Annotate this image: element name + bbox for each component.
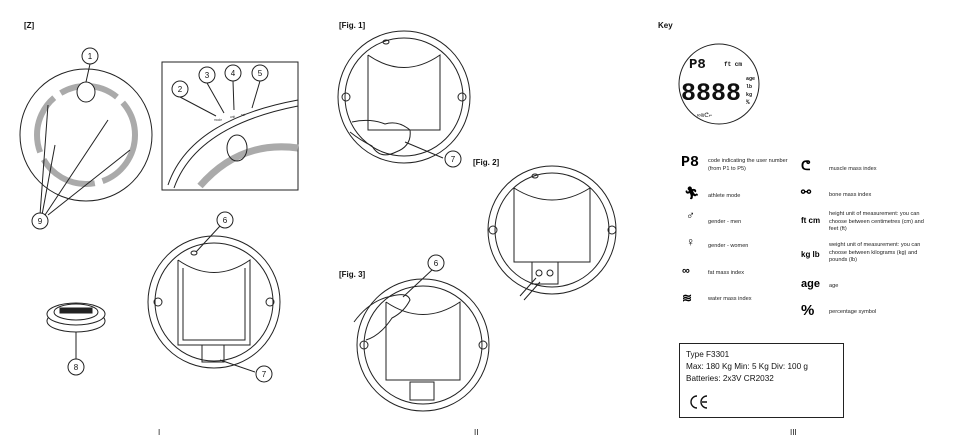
lcd-percent: %	[746, 99, 750, 106]
legend-icon-code: P8	[681, 154, 700, 171]
panel-label-key: Key	[658, 21, 673, 30]
callout-7b: 7	[451, 155, 456, 164]
legend-text-code: code indicating the user number (from P1…	[708, 158, 788, 172]
lcd-age: age	[746, 76, 755, 82]
scale-zoom-inset: mode unit set	[161, 61, 299, 191]
callout-2: 2	[178, 85, 183, 94]
spec-box: Type F3301 Max: 180 Kg Min: 5 Kg Div: 10…	[679, 343, 844, 418]
callout-circles	[31, 47, 462, 383]
legend-text-men: gender - men	[708, 219, 742, 225]
lcd-kg: kg	[746, 92, 752, 98]
panel-label-fig2: [Fig. 2]	[473, 158, 500, 167]
callout-5: 5	[258, 69, 263, 78]
svg-text:set: set	[241, 113, 245, 117]
ce-mark-shape	[690, 395, 708, 409]
legend-text-women: gender - women	[708, 243, 749, 249]
legend-text-muscle: muscle mass index	[829, 166, 877, 172]
man-icon: ♂	[686, 208, 695, 222]
callout-6b: 6	[434, 259, 439, 268]
ce-mark: CE	[686, 385, 837, 399]
lcd-lb: lb	[746, 84, 752, 90]
legend-text-percent: percentage symbol	[829, 309, 877, 315]
fig2-scale	[487, 165, 617, 301]
callout-4: 4	[231, 69, 236, 78]
page-number-3: III	[790, 428, 797, 437]
battery-cover	[46, 302, 106, 360]
lcd-digits: 8888	[681, 79, 741, 108]
legend-text-athlete: athlete mode	[708, 193, 741, 199]
athlete-icon: 🏃︎	[684, 186, 700, 200]
spec-batteries: Batteries: 2x3V CR2032	[686, 374, 774, 383]
fat-icon: ∞	[682, 265, 690, 277]
scale-bottom-view	[147, 225, 281, 373]
callout-9: 9	[38, 217, 43, 226]
legend-text-bone: bone mass index	[829, 192, 872, 198]
legend-text-fat: fat mass index	[708, 270, 745, 276]
panel-label-z: [Z]	[24, 21, 35, 30]
legend-text-height-unit: height unit of measurement: you can choo…	[829, 211, 924, 232]
scale-top-view	[19, 63, 153, 216]
legend-text-weight-unit: weight unit of measurement: you can choo…	[829, 242, 921, 263]
callout-3: 3	[205, 71, 210, 80]
muscle-icon: ᕦ	[801, 158, 811, 173]
legend-icon-percent: %	[801, 302, 815, 319]
callout-1: 1	[88, 52, 93, 61]
legend-icon-age: age	[801, 278, 820, 290]
page-number-1: I	[158, 428, 161, 437]
legend-icon-height-unit: ft cm	[801, 216, 821, 225]
bone-icon: ⚯	[801, 185, 812, 199]
woman-icon: ♀	[686, 235, 695, 249]
page-number-2: II	[474, 428, 479, 437]
fig3-scale	[353, 269, 490, 412]
spec-range: Max: 180 Kg Min: 5 Kg Div: 100 g	[686, 362, 808, 371]
callout-8: 8	[74, 363, 79, 372]
callout-7a: 7	[262, 370, 267, 379]
svg-text:unit: unit	[230, 115, 235, 119]
lcd-unit: ft cm	[724, 61, 742, 68]
lcd-icons: ∞≋ᕦ⌐	[697, 112, 713, 119]
legend-icon-weight-unit: kg lb	[801, 250, 820, 259]
legend-text-water: water mass index	[708, 296, 752, 302]
panel-label-fig1: [Fig. 1]	[339, 21, 366, 30]
svg-text:mode: mode	[214, 118, 222, 122]
fig1-scale	[337, 30, 471, 164]
legend-text-age: age	[829, 283, 839, 289]
spec-type: Type F3301	[686, 350, 730, 359]
callout-6a: 6	[223, 216, 228, 225]
lcd-display	[678, 43, 760, 125]
panel-label-fig3: [Fig. 3]	[339, 270, 366, 279]
water-icon: ≋	[682, 291, 693, 305]
lcd-code: P8	[689, 57, 706, 73]
